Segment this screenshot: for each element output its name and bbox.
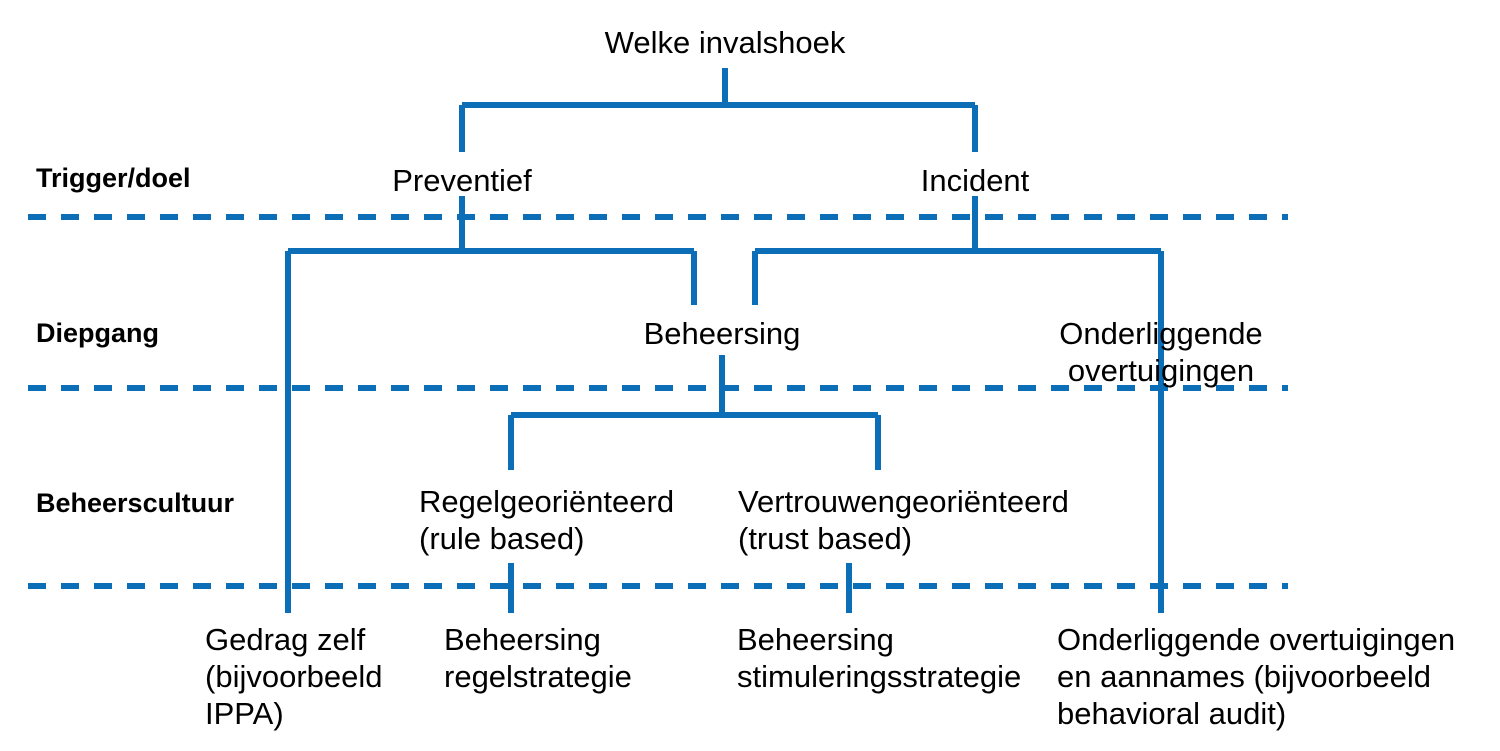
outcome-onderliggende-overtuigingen-aannames: Onderliggende overtuigingen en aannames … [1057, 622, 1456, 731]
node-regelgeorienteerd: Regelgeoriënteerd (rule based) [419, 484, 675, 556]
diagram-title: Welke invalshoek [604, 25, 846, 60]
row-label-beheerscultuur: Beheerscultuur [36, 488, 235, 518]
outcome-gedrag-zelf: Gedrag zelf (bijvoorbeeld IPPA) [205, 622, 383, 731]
outcome-beheersing-stimuleringsstrategie: Beheersing stimuleringsstrategie [737, 622, 1022, 694]
node-incident: Incident [920, 163, 1030, 198]
outcome-beheersing-regelstrategie: Beheersing regelstrategie [444, 622, 632, 694]
node-onderliggende-overtuigingen: Onderliggende overtuigingen [1059, 316, 1263, 388]
node-vertrouwengeorienteerd: Vertrouwengeoriënteerd (trust based) [738, 484, 1069, 556]
node-preventief: Preventief [392, 163, 532, 198]
node-beheersing: Beheersing [643, 316, 801, 351]
row-label-diepgang: Diepgang [36, 318, 160, 348]
row-label-trigger-doel: Trigger/doel [36, 163, 191, 193]
